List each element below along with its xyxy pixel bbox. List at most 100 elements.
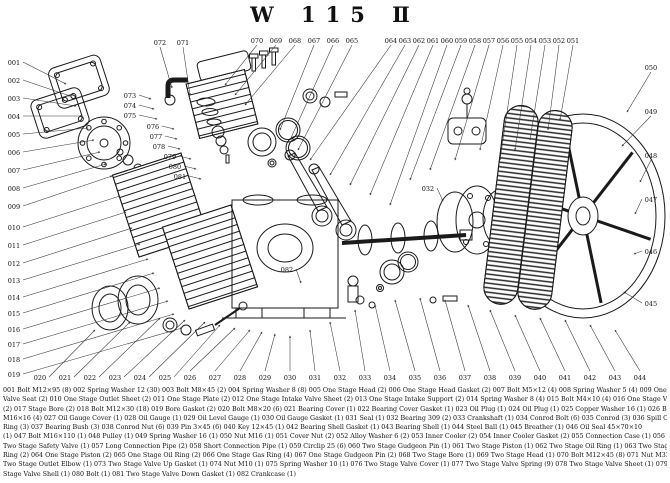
leader-line-065 [297, 44, 353, 151]
callout-080: 080 [169, 163, 181, 171]
leader-line-016 [22, 287, 161, 330]
callout-021: 021 [59, 374, 71, 382]
leader-line-061 [369, 44, 434, 196]
leader-line-052 [547, 44, 560, 131]
callout-006: 006 [8, 149, 20, 157]
crankshaft-drawing [341, 220, 473, 256]
callout-036: 036 [434, 374, 446, 382]
leader-line-014 [22, 258, 149, 298]
callout-077: 077 [150, 133, 162, 141]
callout-071: 071 [177, 39, 189, 47]
leader-line-011 [22, 211, 127, 246]
callout-043: 043 [609, 374, 621, 382]
connection-case-drawing [447, 87, 487, 145]
callout-065: 065 [346, 37, 358, 45]
callout-062: 062 [413, 37, 425, 45]
one-stage-bore-drawing [111, 152, 259, 310]
callout-076: 076 [147, 123, 159, 131]
callout-032: 032 [422, 185, 434, 193]
leader-line-074 [138, 104, 155, 110]
leader-line-062 [349, 44, 420, 186]
leader-line-057 [454, 44, 490, 161]
callout-081: 081 [174, 173, 186, 181]
callout-033: 033 [359, 374, 371, 382]
valve-stack-drawing [196, 97, 230, 164]
leader-line-037 [444, 299, 466, 372]
leader-line-009 [22, 175, 113, 207]
leader-line-082 [295, 268, 302, 284]
callout-031: 031 [309, 374, 321, 382]
callout-064: 064 [385, 37, 397, 45]
leader-line-053 [529, 44, 546, 141]
crankcase-drawing [222, 194, 346, 319]
leader-line-022 [98, 317, 161, 378]
callout-019: 019 [8, 371, 20, 379]
leader-line-060 [389, 44, 448, 206]
leader-line-058 [429, 44, 476, 171]
leader-line-001 [22, 61, 67, 85]
callout-060: 060 [441, 37, 453, 45]
leader-line-013 [22, 243, 141, 281]
callout-005: 005 [8, 131, 20, 139]
callout-028: 028 [234, 374, 246, 382]
callout-009: 009 [8, 203, 20, 211]
valve-plate-drawing [77, 116, 131, 170]
outlet-elbow-drawing [164, 77, 188, 106]
leader-line-029 [264, 333, 276, 372]
callout-055: 055 [511, 37, 523, 45]
leader-line-066 [289, 44, 334, 141]
callout-066: 066 [327, 37, 339, 45]
leader-line-047 [634, 198, 643, 215]
callout-018: 018 [8, 356, 20, 364]
parts-list-line: Valve Seat (2) 010 One Stage Outlet Shee… [3, 396, 667, 404]
callout-030: 030 [284, 374, 296, 382]
leader-line-020 [48, 329, 96, 378]
leader-line-081 [188, 175, 202, 180]
leader-line-076 [161, 125, 175, 130]
inner-cooler-drawing [483, 104, 573, 310]
leader-line-023 [123, 319, 186, 378]
callout-032: 032 [334, 374, 346, 382]
callout-069: 069 [270, 37, 282, 45]
leader-line-077 [164, 135, 178, 140]
leader-line-026 [189, 327, 236, 372]
leader-line-017 [22, 300, 169, 345]
callout-067: 067 [308, 37, 320, 45]
leader-line-034 [374, 304, 391, 372]
callout-041: 041 [559, 374, 571, 382]
leader-line-008 [22, 163, 107, 189]
callout-002: 002 [8, 77, 20, 85]
callout-037: 037 [459, 374, 471, 382]
leader-line-002 [22, 79, 71, 97]
leader-line-064 [309, 44, 392, 161]
leader-line-032 [329, 321, 341, 372]
piston-rings-drawing [247, 117, 311, 168]
leader-line-055 [499, 44, 518, 161]
leader-line-043 [589, 324, 616, 372]
leader-line-006 [22, 139, 95, 153]
leader-line-070 [224, 44, 258, 86]
leader-line-025 [173, 324, 221, 378]
leader-line-012 [22, 227, 133, 264]
leader-line-048 [639, 159, 652, 183]
leader-line-024 [148, 321, 206, 378]
callout-017: 017 [8, 341, 20, 349]
leader-line-063 [329, 44, 406, 176]
callout-068: 068 [289, 37, 301, 45]
leader-line-051 [559, 44, 574, 121]
callout-039: 039 [509, 374, 521, 382]
callout-034: 034 [384, 374, 396, 382]
leader-line-041 [539, 317, 566, 372]
callout-042: 042 [584, 374, 596, 382]
callout-074: 074 [124, 102, 136, 110]
callout-001: 001 [8, 59, 20, 67]
leader-line-075 [138, 114, 158, 120]
parts-list-line: Ring (2) 064 One Stage Piston (2) 065 On… [3, 452, 667, 460]
callout-025: 025 [159, 374, 171, 382]
leader-line-033 [354, 309, 366, 372]
diagram-artwork [30, 47, 666, 337]
callout-052: 052 [553, 37, 565, 45]
callout-016: 016 [8, 326, 20, 334]
